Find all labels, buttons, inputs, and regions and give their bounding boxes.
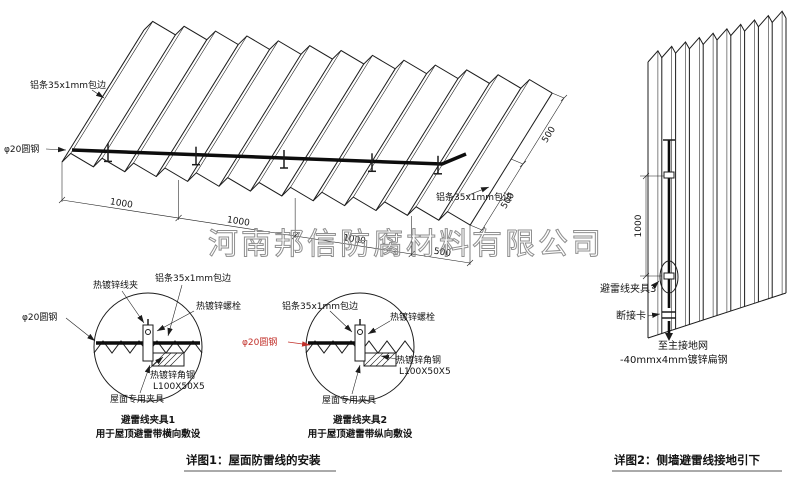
clamp1-subtitle: 用于屋顶避雷带横向敷设	[95, 428, 201, 440]
clamp2-subtitle: 用于屋顶避雷带纵向敷设	[307, 428, 413, 440]
caption-detail-1: 详图1：屋面防雷线的安装	[184, 453, 336, 472]
label-bolt: 热镀锌螺栓	[390, 311, 435, 323]
watermark: 河南邦信防腐材料有限公司	[208, 227, 604, 262]
leader-round-steel	[45, 146, 67, 153]
detail-circle-1: 热镀锌线夹 铝条35x1mm包边 热镀锌螺栓 φ20圆钢 热镀锌角钢 L100X…	[22, 272, 241, 440]
roof-labels: 铝条35x1mm包边 铝条35x1mm包边 φ20圆钢	[4, 79, 512, 203]
leader-clamp3	[651, 280, 660, 289]
label-roof-fixture: 屋面专用夹具	[110, 393, 164, 405]
label-alu-edge-right: 铝条35x1mm包边	[436, 191, 512, 203]
leader-disconnect	[647, 312, 661, 318]
ground-arrow	[665, 333, 673, 341]
clamp2-title: 避雷线夹具2	[333, 414, 387, 426]
label-angle-steel: 热镀锌角钢	[396, 354, 441, 366]
detail-circle-2-leaders	[287, 310, 397, 395]
dim-right-2: 500	[541, 125, 559, 145]
label-to-ground: 至主接地网	[658, 339, 708, 352]
label-angle-spec: L100X50X5	[153, 382, 205, 392]
label-disconnect: 断接卡	[616, 309, 646, 322]
detail-circle-2-outline	[305, 292, 415, 402]
label-alu-edge: 铝条35x1mm包边	[282, 300, 358, 312]
clamp1-title: 避雷线夹具1	[121, 414, 175, 426]
wall-dimension: 1000	[634, 172, 664, 280]
label-angle-steel: 热镀锌角钢	[150, 369, 195, 381]
detail-circle-1-outline	[93, 292, 203, 402]
dim-bottom-2: 1000	[226, 215, 250, 228]
label-bolt: 热镀锌螺栓	[196, 300, 241, 312]
label-round-steel: φ20圆钢	[22, 311, 57, 323]
detail-circle-2-parts	[305, 319, 415, 367]
label-flat-steel: -40mmx4mm镀锌扁钢	[620, 353, 728, 366]
dim-bottom-1: 1000	[109, 197, 133, 210]
conductor-clamp-lower	[663, 272, 675, 280]
roof-corrugated-sheet	[61, 20, 553, 226]
leader-alu-right	[465, 186, 490, 197]
wall-elevation: 1000 避雷线夹具3 断接卡 至主接地网 -40mmx4mm镀锌扁钢	[600, 10, 787, 366]
label-angle-spec: L100X50X5	[399, 367, 451, 377]
dim-bottom-3: 1000	[342, 233, 366, 246]
down-conductor	[659, 139, 679, 341]
detail-circle-1-leaders	[65, 284, 195, 394]
conductor-clamp-upper	[663, 171, 675, 179]
caption-detail-2: 详图2：侧墙避雷线接地引下	[612, 453, 782, 472]
label-round-steel-red: φ20圆钢	[242, 336, 277, 348]
label-wire-clip: 热镀锌线夹	[93, 279, 138, 291]
leader-alu-left	[91, 89, 105, 99]
wire-support-clamps	[104, 143, 442, 175]
wall-labels: 避雷线夹具3 断接卡 至主接地网 -40mmx4mm镀锌扁钢	[600, 280, 728, 366]
clamp-callout-ellipse	[659, 260, 679, 294]
wall-dim-1000: 1000	[634, 214, 644, 237]
label-alu-edge-left: 铝条35x1mm包边	[30, 79, 106, 91]
label-round-steel: φ20圆钢	[4, 143, 39, 155]
label-alu-edge: 铝条35x1mm包边	[155, 272, 231, 284]
roof-dimension-lines	[58, 92, 568, 267]
caption-detail-2-text: 详图2：侧墙避雷线接地引下	[614, 453, 761, 467]
roof-dimension-labels: 1000 1000 1000 500 500 500	[109, 125, 558, 260]
detail-circle-2: 铝条35x1mm包边 热镀锌螺栓 φ20圆钢 热镀锌角钢 L100X50X5 屋…	[242, 292, 451, 440]
label-roof-fixture: 屋面专用夹具	[322, 394, 376, 406]
dim-bottom-4: 500	[433, 247, 452, 260]
caption-detail-1-text: 详图1：屋面防雷线的安装	[186, 453, 321, 467]
label-clamp3: 避雷线夹具3	[600, 282, 656, 295]
detail-circle-1-parts	[93, 319, 203, 367]
